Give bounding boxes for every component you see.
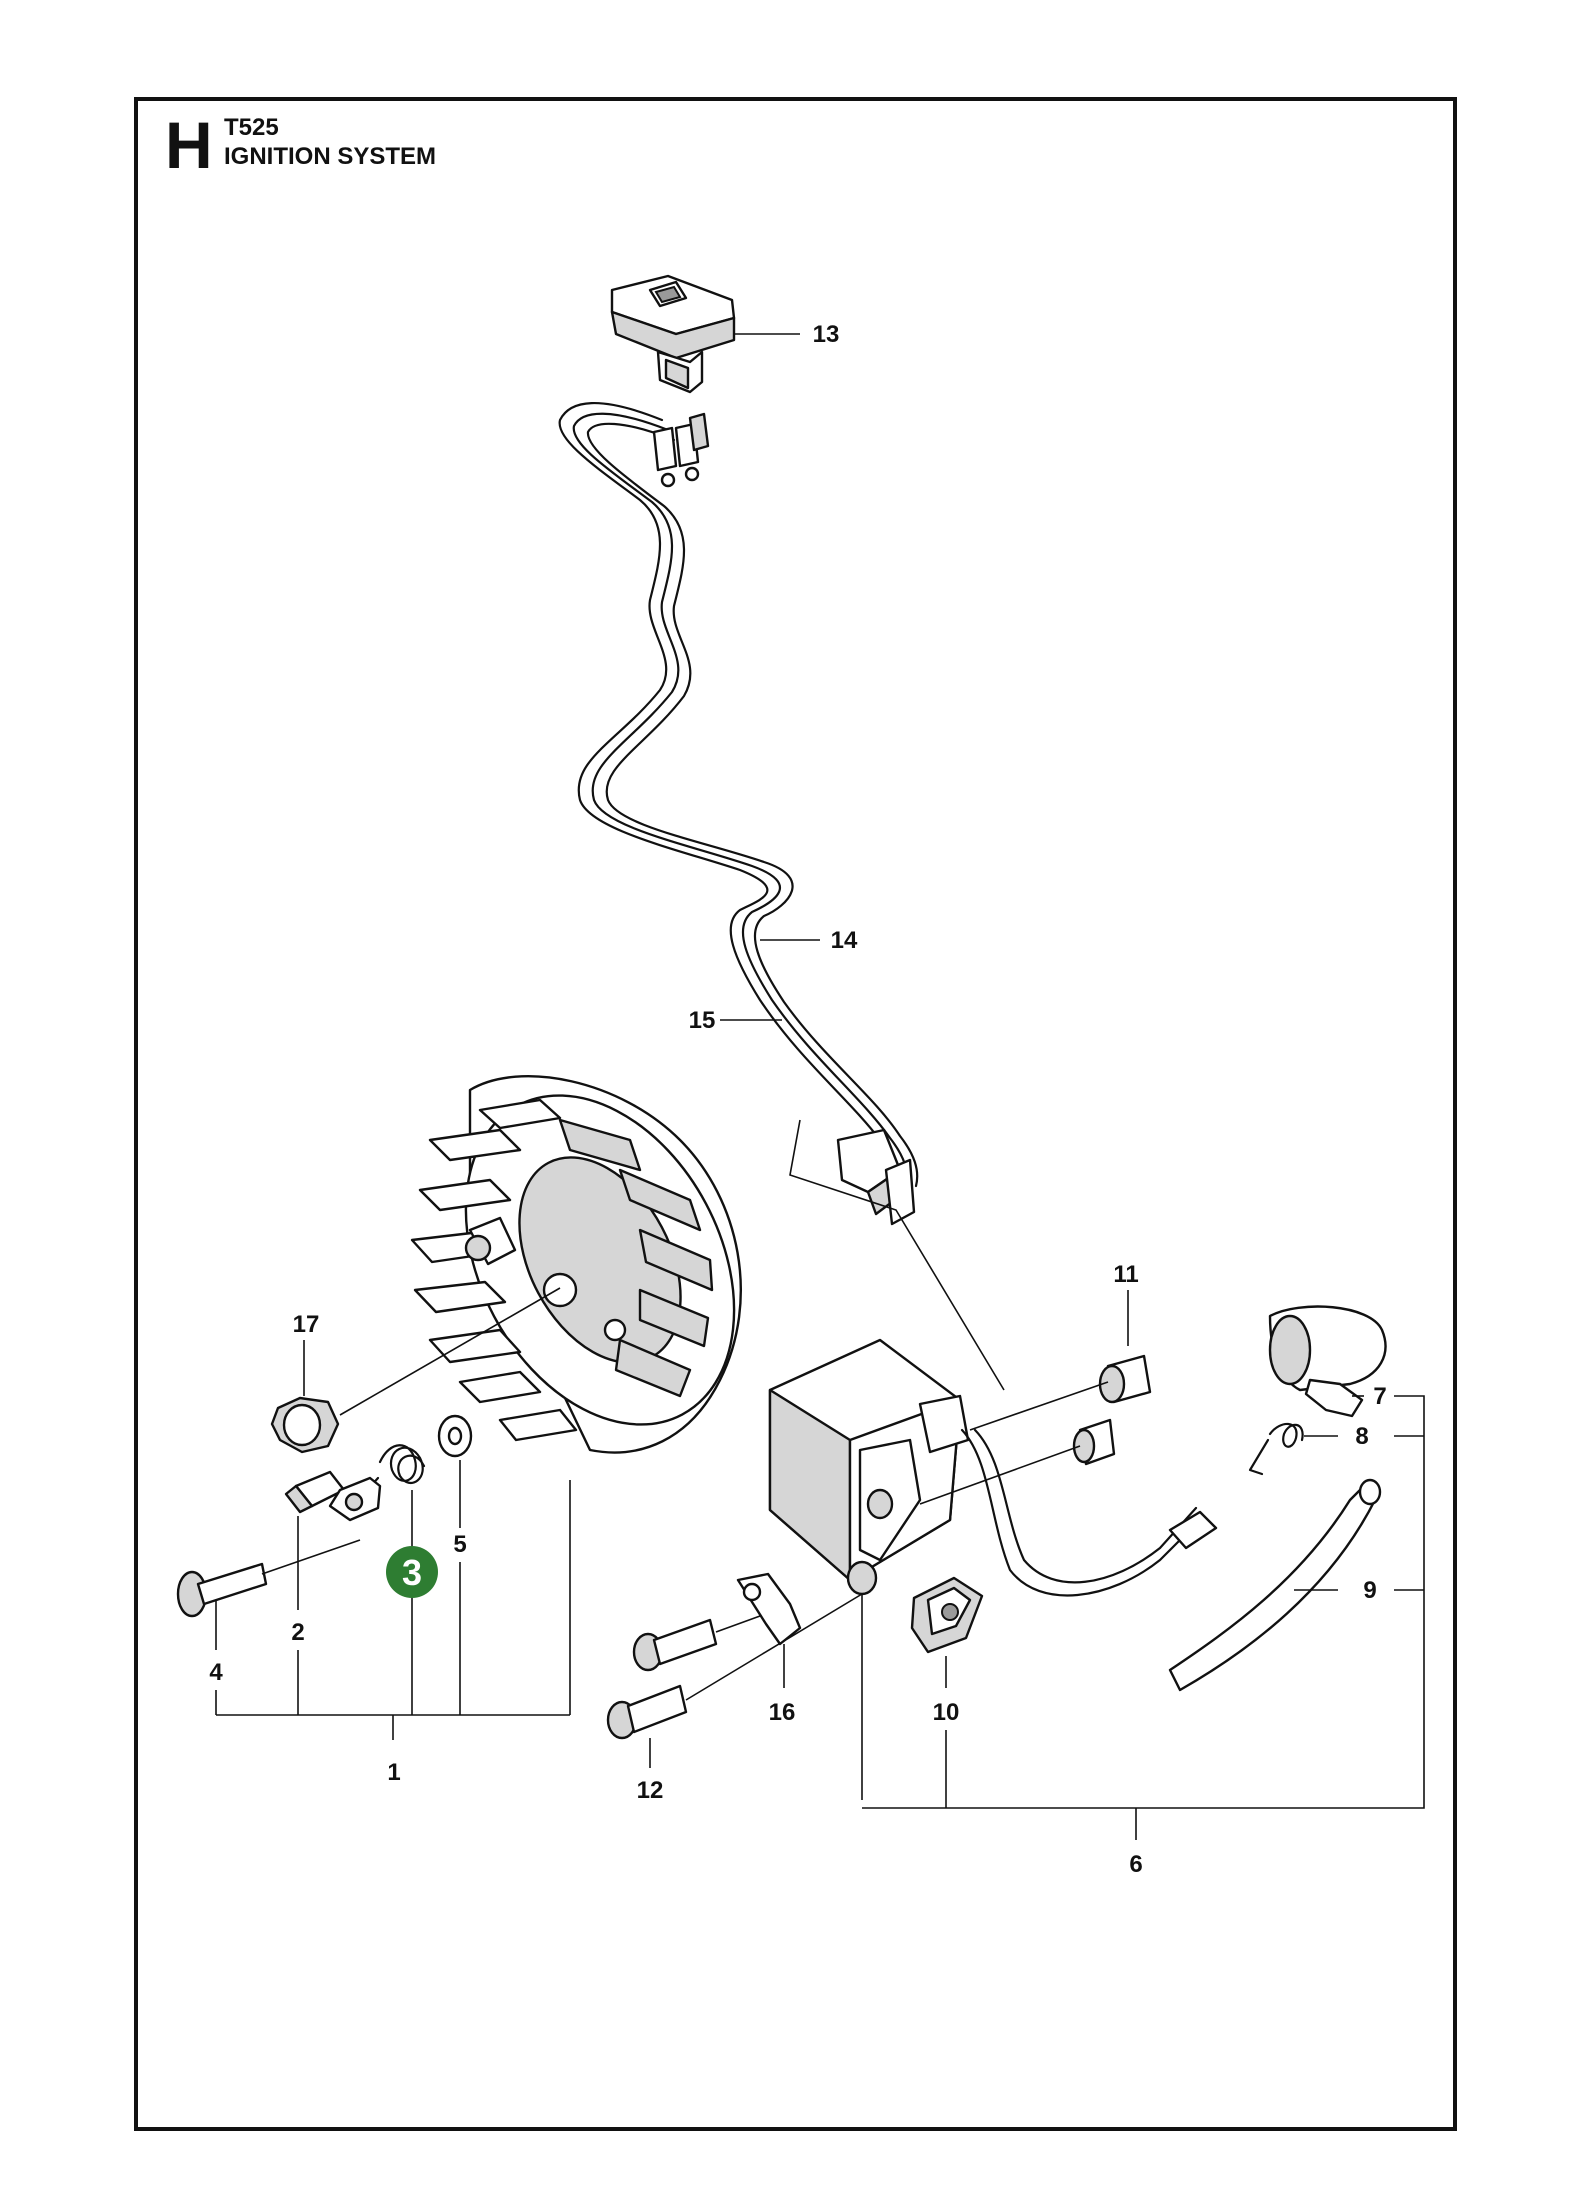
callout-9[interactable]: 9 [1363,1577,1376,1604]
callout-4[interactable]: 4 [209,1659,223,1686]
flywheel-screw-part[interactable] [176,1539,361,1715]
module-screw-part[interactable] [606,1593,863,1768]
callout-11[interactable]: 11 [1113,1261,1138,1288]
ignition-cable-part[interactable] [1168,1478,1382,1692]
page-title: IGNITION SYSTEM [224,143,437,170]
stop-switch-part[interactable] [610,274,736,394]
section-letter: H [165,108,213,182]
callout-3[interactable]: 3 [402,1552,422,1593]
callout-13[interactable]: 13 [813,321,840,348]
washer-part[interactable] [437,1414,473,1715]
diagram-frame [134,97,1457,2131]
spring-clip-part[interactable] [1248,1422,1338,1476]
callout-5[interactable]: 5 [453,1531,466,1558]
callout-10[interactable]: 10 [933,1699,960,1726]
callout-2[interactable]: 2 [291,1619,304,1646]
callout-7[interactable]: 7 [1373,1383,1386,1410]
assembly-6-bracket [862,1395,1425,1840]
callout-14[interactable]: 14 [831,927,858,954]
ground-terminal-part[interactable] [736,1572,802,1688]
callout-17[interactable]: 17 [293,1311,320,1338]
shim-part[interactable] [910,1576,984,1808]
callout-6[interactable]: 6 [1129,1851,1142,1878]
model-number: T525 [224,114,279,141]
callout-12[interactable]: 12 [637,1777,664,1804]
pawl-part[interactable] [284,1470,382,1715]
spacer-part[interactable] [919,1290,1152,1505]
spark-plug-boot-part[interactable] [1268,1305,1387,1418]
callout-16[interactable]: 16 [769,1699,796,1726]
wire-connector-part[interactable] [789,1119,1005,1391]
callout-1[interactable]: 1 [387,1759,400,1786]
flywheel-nut-part[interactable] [270,1287,561,1454]
flywheel-part[interactable] [410,1049,788,1715]
ignition-module-part[interactable] [768,1338,1218,1800]
highlight-badge [386,1546,438,1598]
wiring-harness-part[interactable] [558,401,919,1192]
callout-8[interactable]: 8 [1355,1423,1368,1450]
assembly-1-bracket [216,1714,570,1740]
callout-15[interactable]: 15 [689,1007,716,1034]
